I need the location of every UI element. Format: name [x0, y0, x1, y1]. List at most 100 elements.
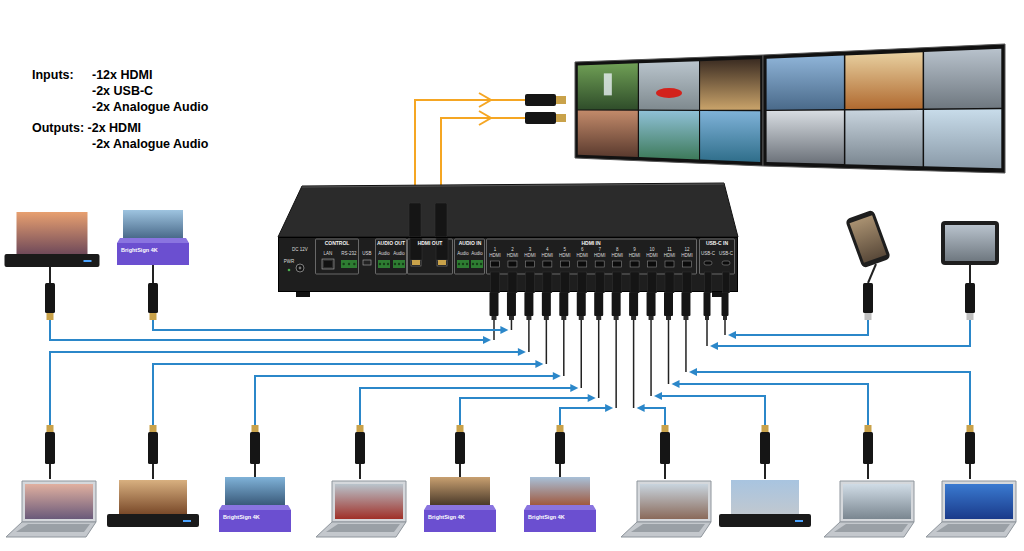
plug-tip	[967, 425, 974, 432]
hdmi-plug	[148, 283, 158, 313]
hdmi-plug	[490, 292, 499, 316]
hdmi-plug	[578, 272, 587, 293]
plug-neck	[614, 316, 619, 320]
power-led	[288, 269, 291, 272]
port-label: USB	[361, 252, 372, 257]
usb-port	[363, 260, 371, 265]
hdmi-plug	[409, 203, 421, 237]
player-picture	[119, 480, 187, 514]
device-cable	[633, 320, 635, 408]
port-label: 12	[683, 248, 690, 253]
source-cable	[867, 464, 869, 479]
section-frame	[376, 239, 407, 274]
port-label: HDMI	[488, 254, 502, 259]
laptop-base	[316, 522, 406, 537]
hdmi-plug	[612, 292, 621, 316]
orange-arrow	[479, 111, 491, 125]
signal-line	[644, 408, 665, 425]
usb-c-plug	[965, 283, 975, 313]
terminal-screw	[348, 263, 350, 265]
plug-neck	[561, 316, 566, 320]
player-top	[424, 505, 496, 510]
terminal-screw	[387, 263, 389, 265]
screen-tile	[700, 59, 760, 110]
arrow-head	[500, 326, 508, 334]
port-label: 6	[580, 248, 585, 253]
spec-item: -2x USB-C	[92, 85, 153, 98]
hdmi-port	[682, 261, 691, 267]
player-picture	[225, 477, 285, 505]
terminal-screw	[353, 263, 355, 265]
player-picture	[123, 210, 183, 238]
screen-tile	[578, 111, 638, 157]
arrow-head	[553, 372, 561, 380]
usb-c-port	[722, 261, 730, 265]
laptop-screen	[945, 484, 1013, 519]
hdmi-port	[508, 261, 517, 267]
port-label: HDMI	[628, 254, 642, 259]
hdmi-port	[411, 260, 421, 266]
port-label: 10	[649, 248, 656, 253]
plug-neck	[526, 316, 531, 320]
port-label: 4	[545, 248, 550, 253]
brand-logo: BrightSign 4K	[428, 515, 465, 521]
media-player	[107, 480, 199, 527]
laptop-keyboard	[936, 524, 1010, 532]
source-cable	[359, 464, 361, 479]
port-label: HDMI	[680, 254, 694, 259]
spec-item: -2x Analogue Audio	[92, 101, 208, 114]
plug-tip	[150, 313, 157, 320]
hdmi-plug	[250, 432, 260, 464]
device-cable	[563, 320, 565, 376]
signal-line	[153, 320, 501, 330]
player-picture	[430, 477, 490, 505]
screen-tile	[845, 110, 922, 166]
terminal-block	[341, 260, 357, 268]
hdmi-plug	[355, 432, 365, 464]
screen-tile	[924, 109, 1001, 168]
hdmi-port	[595, 261, 604, 267]
source-cable	[152, 265, 154, 283]
waterfall	[604, 73, 612, 95]
chassis-top	[278, 183, 738, 237]
source-cable	[868, 264, 876, 283]
hdmi-plug	[555, 432, 565, 464]
port-label: HDMI	[523, 254, 537, 259]
dc-pin	[299, 267, 302, 270]
device-cable	[668, 320, 670, 384]
plug-neck	[492, 316, 497, 320]
hdmi-port	[543, 261, 552, 267]
source-cable	[969, 464, 971, 479]
video-wall-monitor	[575, 55, 763, 166]
laptop-keyboard	[834, 524, 908, 532]
orange-arrow	[479, 93, 491, 107]
spec-heading: Outputs: -2x HDMI	[32, 122, 141, 135]
device-cable	[724, 320, 726, 335]
laptop-keyboard	[631, 524, 705, 532]
source-cable	[49, 267, 51, 283]
player-body	[107, 514, 199, 527]
port-label: USB-C	[700, 252, 716, 257]
screen-tile	[845, 52, 922, 109]
terminal-screw	[342, 263, 344, 265]
signal-line	[153, 364, 536, 425]
monitor-frame	[575, 55, 763, 166]
lan-port	[322, 259, 334, 269]
signal-line	[460, 398, 589, 425]
device-cable	[546, 320, 548, 364]
hdmi-plug	[524, 292, 533, 316]
brightsign-player	[524, 477, 596, 532]
lan-socket	[324, 261, 332, 267]
port-label: 11	[666, 248, 673, 253]
usb-c-plug	[723, 272, 730, 293]
terminal-block	[393, 260, 405, 268]
section-heading: AUDIO IN	[458, 241, 483, 246]
laptop	[926, 481, 1016, 537]
usb-c-plug	[863, 283, 873, 313]
arrow-head	[483, 336, 491, 344]
hdmi-plug	[491, 272, 500, 293]
terminal-screw	[379, 263, 381, 265]
hdmi-port	[613, 261, 622, 267]
hdmi-plug	[525, 112, 556, 124]
